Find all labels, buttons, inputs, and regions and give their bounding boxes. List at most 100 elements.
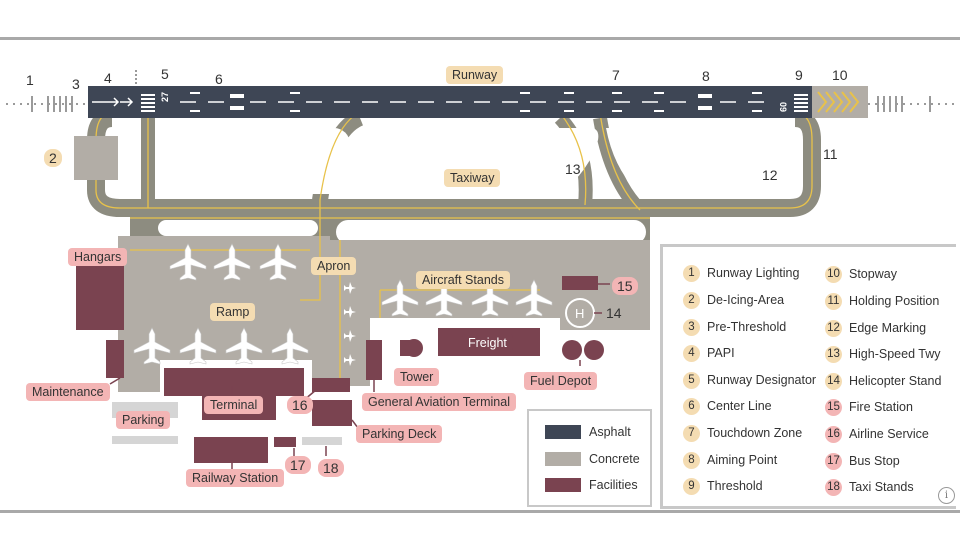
legend-text: Pre-Threshold xyxy=(707,320,787,334)
maintenance-building xyxy=(106,340,124,378)
aircraft-ramp-6 xyxy=(225,327,263,365)
legend-text: Stopway xyxy=(849,267,897,281)
legend-num: 8 xyxy=(683,451,700,469)
callout-18: 18 xyxy=(318,459,344,477)
legend-item-16: 16 Airline Service xyxy=(825,425,929,443)
aircraft-ramp-5 xyxy=(179,327,217,365)
runway-designator-09: 09 xyxy=(778,102,788,112)
runway-lighting-bars-right xyxy=(877,96,903,112)
threshold-right xyxy=(794,94,808,112)
aircraft-stands-label: Aircraft Stands xyxy=(416,271,510,289)
legend-text: Runway Lighting xyxy=(707,266,800,280)
taxi-guide-lines xyxy=(95,112,813,380)
ramp-label: Ramp xyxy=(210,303,256,321)
legend-text: Fire Station xyxy=(849,400,913,414)
callout-8: 8 xyxy=(702,68,710,84)
fuel-tank-1 xyxy=(562,340,582,360)
info-icon[interactable]: i xyxy=(938,487,955,504)
runway-designator-27: 27 xyxy=(160,92,170,102)
tower-cab xyxy=(405,339,423,357)
parking-label: Parking xyxy=(116,411,171,429)
fuel-depot-label: Fuel Depot xyxy=(524,372,598,390)
grass-strip-2 xyxy=(336,220,646,244)
aircraft-ramp-4 xyxy=(133,327,171,365)
freight-label: Freight xyxy=(462,334,513,352)
legend-panel: 1 Runway Lighting 2 De-Icing-Area 3 Pre-Thr… xyxy=(660,244,956,509)
grass-strip-1 xyxy=(158,220,318,236)
taxiway-label: Taxiway xyxy=(444,169,501,187)
aircraft-group xyxy=(133,243,553,365)
small-aircraft-group xyxy=(344,282,356,366)
taxi-stands-area xyxy=(302,437,342,445)
small-aircraft-2 xyxy=(344,306,356,318)
helipad-letter: H xyxy=(575,306,584,321)
legend-item-8: 8 Aiming Point xyxy=(683,451,777,469)
tower-label: Tower xyxy=(394,368,440,386)
maintenance-label: Maintenance xyxy=(26,383,110,401)
aircraft-stand-4 xyxy=(515,279,553,317)
fuel-tank-2 xyxy=(584,340,604,360)
legend-num: 5 xyxy=(683,371,700,389)
legend-text: PAPI xyxy=(707,346,735,360)
legend-text: Aiming Point xyxy=(707,453,778,467)
key-concrete-text: Concrete xyxy=(589,452,640,466)
callout-12: 12 xyxy=(762,167,778,183)
label-connectors xyxy=(95,262,610,470)
key-facilities-text: Facilities xyxy=(589,478,638,492)
stopway-chevrons xyxy=(817,91,860,113)
small-aircraft-1 xyxy=(344,282,356,294)
legend-item-11: 11 Holding Position xyxy=(825,292,939,310)
legend-num: 14 xyxy=(825,372,842,390)
legend-num: 11 xyxy=(825,292,842,310)
facilities-swatch xyxy=(545,478,581,492)
legend-num: 18 xyxy=(825,478,842,496)
legend-num: 2 xyxy=(683,291,700,309)
callout-7: 7 xyxy=(612,67,620,83)
callout-11: 11 xyxy=(823,146,838,162)
callout-17: 17 xyxy=(285,456,311,474)
key-row-facilities: Facilities xyxy=(545,478,638,492)
concrete-swatch xyxy=(545,452,581,466)
runway-label: Runway xyxy=(446,66,504,84)
apron-label: Apron xyxy=(311,257,357,275)
legend-num: 16 xyxy=(825,425,842,443)
legend-num: 1 xyxy=(683,264,700,282)
key-row-asphalt: Asphalt xyxy=(545,425,631,439)
asphalt-swatch xyxy=(545,425,581,439)
legend-num: 13 xyxy=(825,345,842,363)
aircraft-ramp-1 xyxy=(169,243,207,281)
callout-14: 14 xyxy=(606,305,622,321)
railway-station-label: Railway Station xyxy=(186,469,285,487)
parking-deck-label: Parking Deck xyxy=(356,425,443,443)
legend-text: Touchdown Zone xyxy=(707,426,803,440)
terminal-label: Terminal xyxy=(204,396,264,414)
callout-2: 2 xyxy=(44,149,62,167)
callout-15: 15 xyxy=(612,277,638,295)
legend-text: Holding Position xyxy=(849,294,940,308)
callout-9: 9 xyxy=(795,67,803,83)
legend-text: Airline Service xyxy=(849,427,929,441)
aircraft-stand-1 xyxy=(381,279,419,317)
legend-item-1: 1 Runway Lighting xyxy=(683,264,799,282)
facilities xyxy=(76,264,604,463)
callout-13: 13 xyxy=(565,161,581,177)
aircraft-ramp-2 xyxy=(213,243,251,281)
grass-island-1 xyxy=(160,128,350,194)
aircraft-ramp-7 xyxy=(271,327,309,365)
touchdown-zone-marks xyxy=(190,92,762,112)
parking-lot-lower xyxy=(112,436,178,444)
callout-4: 4 xyxy=(104,70,112,86)
legend-text: Threshold xyxy=(707,479,763,493)
legend-text: De-Icing-Area xyxy=(707,293,785,307)
legend-num: 3 xyxy=(683,318,700,336)
aircraft-ramp-3 xyxy=(259,243,297,281)
railway-station-building xyxy=(194,437,268,463)
